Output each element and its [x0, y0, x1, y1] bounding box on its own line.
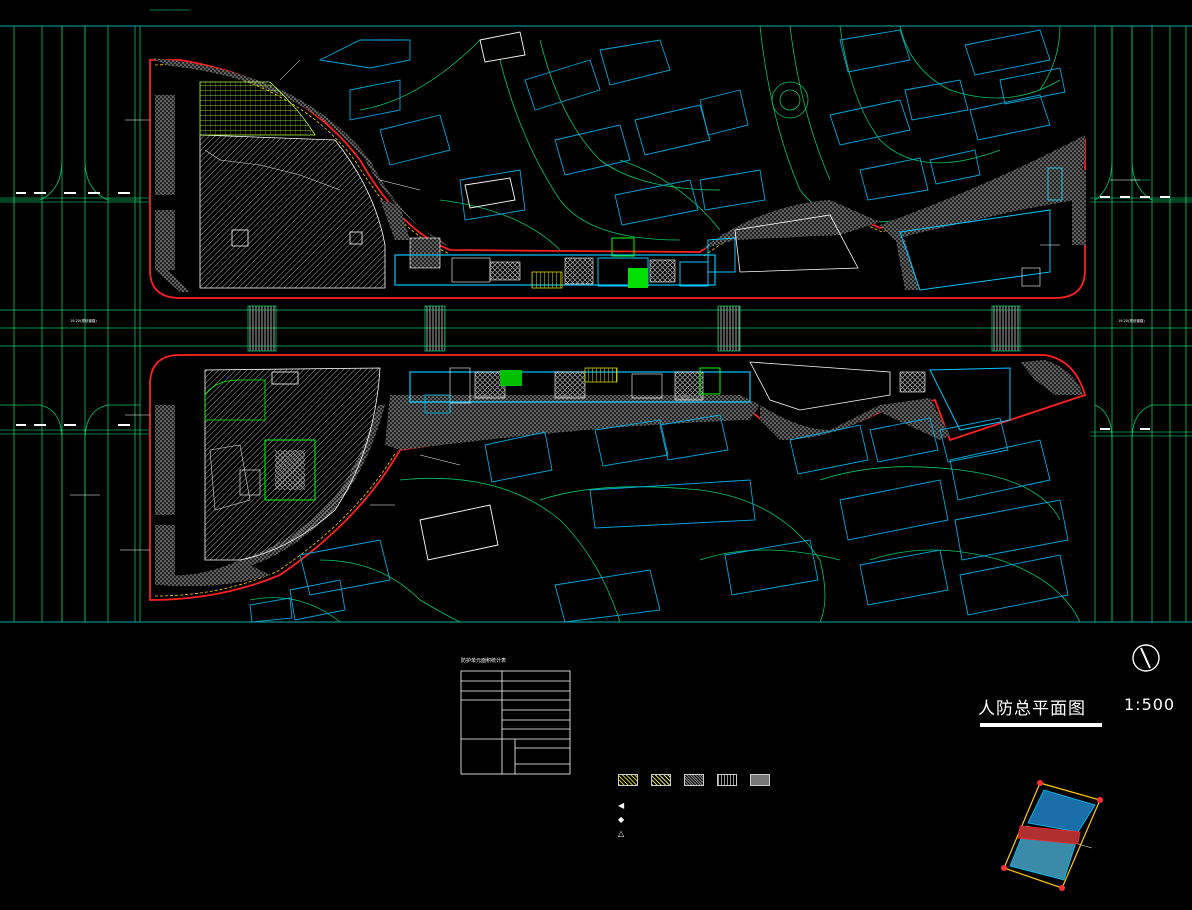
legend-swatch-2: [651, 774, 671, 786]
pedestrian-crossings: [247, 305, 1021, 352]
south-plaza-paving: [155, 360, 1083, 587]
key-plan-inset: [1001, 780, 1103, 891]
north-main-building: [199, 81, 386, 289]
south-unit-strip: [409, 361, 1011, 431]
frame-lines: [0, 25, 1192, 623]
legend-swatch-1: [618, 774, 638, 786]
unit-area-table: [460, 670, 571, 775]
drawing-scale: 1:500: [1124, 695, 1176, 714]
legend-swatch-4: [717, 774, 737, 786]
legend-swatch-5: [750, 774, 770, 786]
north-unit-strip: [394, 167, 1063, 291]
title-block: 人防总平面图 1:500: [978, 694, 1188, 734]
drawing-title: 人防总平面图: [978, 699, 1086, 719]
legend: [618, 774, 778, 790]
north-residential-blocks: [318, 29, 1066, 226]
legend-entrance-triangle-icon: ◀: [618, 801, 625, 810]
annotation-leaders: [70, 59, 1140, 551]
road-label-left: 19.20(规划道路): [70, 318, 97, 323]
road-label-right: 19.20(规划道路): [1118, 318, 1145, 323]
title-underline: [980, 723, 1102, 727]
south-residential-blocks: [249, 414, 1069, 623]
legend-swatch-3: [684, 774, 704, 786]
legend-exit-diamond-icon: ◆: [618, 815, 625, 824]
road-network: [0, 25, 1192, 623]
table-title: 防护单元面积统计表: [461, 658, 507, 664]
south-main-building: [204, 367, 381, 561]
legend-vent-triangle-icon: △: [618, 829, 625, 838]
north-plaza-paving: [150, 58, 1086, 292]
dimension-marks: [16, 192, 1170, 430]
north-arrow-icon: [1132, 644, 1160, 672]
